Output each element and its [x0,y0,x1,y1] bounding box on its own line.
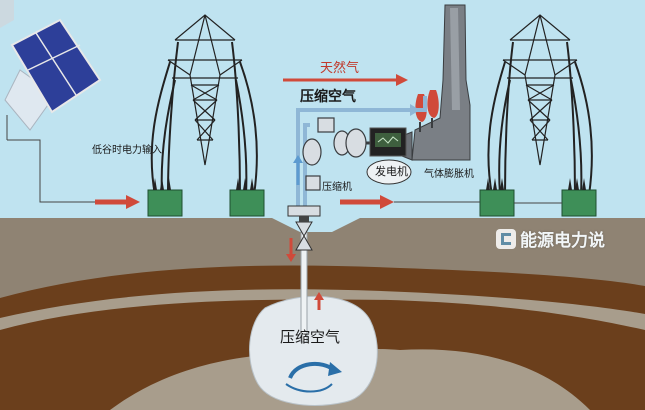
watermark: 能源电力说 [496,226,605,251]
brand-logo-icon [496,228,516,249]
compressor-label: 压缩机 [322,182,352,193]
compressed-air-top-label: 压缩空气 [300,89,356,105]
transformer-right-2 [561,189,597,217]
gas-expander-label: 气体膨胀机 [424,169,474,180]
transmission-tower-right [487,14,593,196]
motor-generator-box [369,127,407,157]
underground-cavern [249,295,378,406]
generator-label: 发电机 [375,165,408,178]
transformer-left-2 [229,189,265,217]
lower-brown-layer [0,299,645,410]
transmission-tower-left [150,14,258,196]
cavern-label: 压缩空气 [280,328,341,346]
natural-gas-label: 天然气 [320,61,360,76]
solar-panel [0,0,102,203]
watermark-text: 能源电力说 [520,231,605,251]
off-peak-input-label: 低谷时电力输入 [92,145,162,156]
generator-circle [366,159,412,185]
transformer-right-1 [479,189,515,217]
wellhead-valve [287,205,321,251]
transformer-left-1 [147,189,183,217]
underground [0,218,645,410]
